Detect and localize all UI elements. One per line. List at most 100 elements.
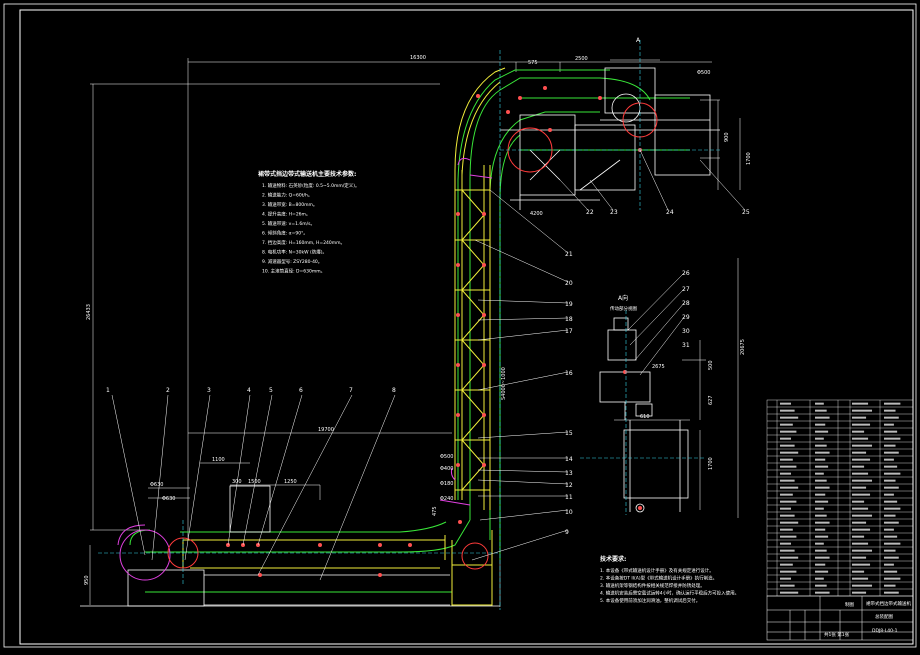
bom-cell-text bbox=[780, 430, 797, 433]
bom-cell-text bbox=[815, 479, 827, 482]
bom-cell-text bbox=[884, 486, 899, 489]
bom-cell-text bbox=[884, 493, 894, 496]
bom-cell-text bbox=[815, 493, 826, 496]
dim-right-b: 1700 bbox=[746, 152, 752, 165]
bom-cell-text bbox=[780, 423, 793, 426]
bom-cell-text bbox=[815, 563, 826, 566]
leader-number-26: 26 bbox=[682, 270, 690, 277]
bom-cell-text bbox=[780, 507, 791, 510]
bom-cell-text bbox=[852, 549, 873, 552]
bom-cell-text bbox=[780, 535, 797, 538]
bom-cell-text bbox=[780, 521, 799, 524]
bom-cell-text bbox=[780, 465, 797, 468]
leader-number-1: 1 bbox=[106, 387, 110, 394]
pulleys bbox=[117, 157, 493, 581]
dim-left-h: 950 bbox=[84, 575, 90, 585]
leader-lines bbox=[111, 149, 746, 581]
bom-cell-text bbox=[852, 500, 865, 503]
bom-cell-text bbox=[852, 493, 871, 496]
bom-cell-text bbox=[815, 507, 824, 510]
bom-cell-text bbox=[852, 570, 865, 573]
dim-bend-e: 475 bbox=[432, 506, 438, 516]
title-block bbox=[766, 595, 914, 641]
view-mark: A bbox=[636, 37, 641, 44]
side-view-subtitle: 传动部分视图 bbox=[610, 305, 637, 312]
bom-cell-text bbox=[852, 458, 871, 461]
outer-frame bbox=[3, 3, 917, 648]
belt-path bbox=[129, 69, 690, 593]
bom-cell-text bbox=[815, 451, 830, 454]
bom-cell-text bbox=[884, 465, 898, 468]
leader-number-29: 29 bbox=[682, 314, 690, 321]
leader-number-18: 18 bbox=[565, 316, 573, 323]
leader-number-27: 27 bbox=[682, 286, 690, 293]
bom-cell-text bbox=[884, 563, 894, 566]
bom-cell-text bbox=[884, 430, 898, 433]
bom-cell-text bbox=[815, 472, 824, 475]
param-line: 6. 倾斜角度: α=90°。 bbox=[262, 230, 308, 237]
bom-cell-text bbox=[815, 437, 824, 440]
dim-motor-a: 2675 bbox=[652, 364, 665, 370]
param-line: 10. 主滚筒直径: D=630mm。 bbox=[262, 268, 325, 275]
leader-number-14: 14 bbox=[565, 456, 573, 463]
bom-cell-text bbox=[852, 430, 865, 433]
bom-cell-text bbox=[852, 514, 873, 517]
param-line: 4. 提升高度: H=26m。 bbox=[262, 211, 310, 218]
dim-right-a: 900 bbox=[724, 132, 730, 142]
bom-cell-text bbox=[884, 556, 899, 559]
bom-cell-text bbox=[815, 528, 826, 531]
param-line: 8. 电机功率: N=30kW (防爆)。 bbox=[262, 249, 327, 256]
leader-number-23: 23 bbox=[610, 209, 618, 216]
param-line: 9. 减速器型号: ZSY280-40。 bbox=[262, 258, 322, 265]
leader-number-19: 19 bbox=[565, 301, 573, 308]
notes-list: 1. 本设备《带式输送机设计手册》及有关规定进行设计。2. 本设备按DT II(… bbox=[600, 567, 739, 604]
bom-cell-text bbox=[852, 465, 865, 468]
notes-title: 技术要求: bbox=[600, 555, 626, 563]
bom-cell-text bbox=[815, 465, 829, 468]
note-line: 3. 输送机架等钢结构件按相关规范焊接并防锈处理。 bbox=[600, 582, 705, 589]
bom-cell-text bbox=[815, 521, 830, 524]
title-drawing-sub: 总装配图 bbox=[875, 613, 893, 620]
bom-cell-text bbox=[780, 542, 791, 545]
dim-top-span: 16300 bbox=[410, 55, 426, 61]
dim-bend-b: Φ180 bbox=[440, 481, 453, 487]
dim-bend-a: Φ500 bbox=[440, 454, 453, 460]
leader-number-4: 4 bbox=[247, 387, 251, 394]
bom-cell-text bbox=[852, 535, 865, 538]
bom-cell-text bbox=[852, 444, 873, 447]
bom-cell-text bbox=[780, 528, 793, 531]
technical-parameters: 裙带式挡边带式输送机主要技术参数: 1. 输送物料: 石英砂(粒度: 0.5~5… bbox=[258, 170, 360, 275]
bom-cell-text bbox=[884, 472, 901, 475]
bom-cell-text bbox=[884, 514, 896, 517]
leader-number-8: 8 bbox=[392, 387, 396, 394]
bom-cell-text bbox=[815, 535, 829, 538]
bom-cell-text bbox=[780, 458, 793, 461]
bom-cell-text bbox=[884, 535, 898, 538]
param-line: 1. 输送物料: 石英砂(粒度: 0.5~5.0mm/定义)。 bbox=[262, 182, 360, 189]
dim-small-a: 610 bbox=[640, 414, 650, 420]
dim-motor-d: 1700 bbox=[708, 457, 714, 470]
dim-motor-b: 500 bbox=[708, 360, 714, 370]
title-drawing-no: DDJ8-L40-1 bbox=[872, 628, 898, 634]
bom-cell-text bbox=[852, 402, 869, 405]
dim-pulley-b: Φ630 bbox=[162, 496, 175, 502]
bom-cell-text bbox=[852, 584, 873, 587]
dimension-lines bbox=[89, 58, 741, 607]
leader-number-24: 24 bbox=[666, 209, 674, 216]
title-company: 制图 bbox=[845, 601, 854, 608]
leader-number-2: 2 bbox=[166, 387, 170, 394]
bom-cell-text bbox=[780, 472, 791, 475]
bom-cell-text bbox=[780, 500, 797, 503]
bom-cell-text bbox=[780, 479, 795, 482]
leader-number-5: 5 bbox=[269, 387, 273, 394]
leader-number-6: 6 bbox=[299, 387, 303, 394]
bom-cell-text bbox=[780, 570, 797, 573]
note-line: 5. 本设备使用前须加注润滑油，整机调试后交付。 bbox=[600, 597, 700, 604]
bom-cell-text bbox=[884, 409, 896, 412]
inner-frame bbox=[19, 9, 914, 645]
bom-cell-text bbox=[852, 451, 867, 454]
bom-cell-text bbox=[852, 521, 867, 524]
bom-cell-text bbox=[852, 591, 867, 594]
note-line: 2. 本设备按DT II(A)型《带式输送机设计手册》执行制造。 bbox=[600, 575, 717, 582]
